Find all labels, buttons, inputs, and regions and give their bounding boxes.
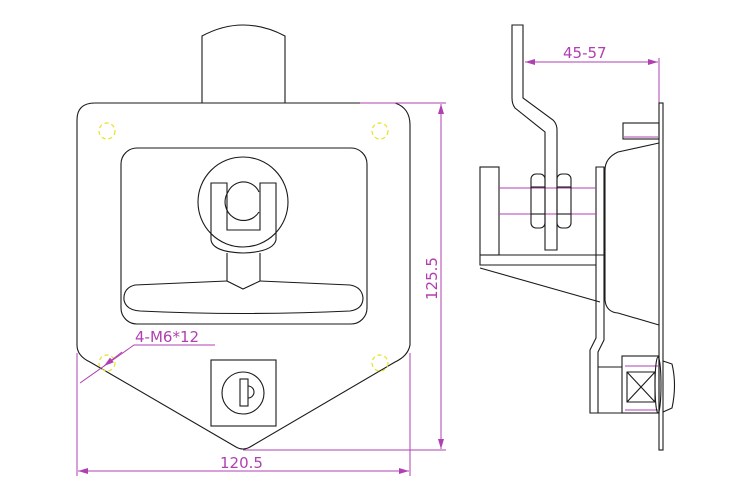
hex-nut	[530, 173, 546, 229]
handle-profile	[511, 24, 558, 251]
depth-dimension-label: 45-57	[563, 44, 607, 62]
t-handle-bar	[123, 280, 364, 315]
mounting-note-leader	[79, 344, 215, 384]
bracket-gusset	[479, 267, 601, 303]
side-view: 45-57	[479, 24, 676, 451]
lock-cam-cross	[626, 371, 656, 403]
mount-hole	[98, 122, 116, 140]
width-dimension-label: 120.5	[220, 454, 263, 472]
bracket-base	[479, 254, 604, 266]
keyhole-notch	[247, 385, 255, 399]
handle-stem	[226, 253, 261, 290]
mounting-note: 4-M6*12	[135, 328, 199, 346]
lock-cylinder	[221, 371, 265, 415]
latch-boss	[201, 24, 286, 103]
housing-profile	[604, 142, 660, 326]
height-dimension-label: 125.5	[423, 257, 441, 300]
handle-clevis	[210, 182, 277, 254]
bracket-left	[479, 166, 500, 256]
handle-pin	[224, 181, 260, 221]
hex-nut	[556, 173, 572, 229]
lock-face-profile	[662, 360, 676, 413]
mount-hole	[371, 354, 389, 372]
mounting-plate-edge	[658, 102, 664, 451]
leader-arrow	[103, 351, 123, 367]
bracket-right	[589, 166, 605, 414]
boss-profile	[622, 122, 660, 140]
cam-bracket	[598, 366, 622, 414]
mount-hole	[371, 122, 389, 140]
keyhole-icon	[239, 378, 249, 407]
handle-recess	[120, 147, 368, 325]
lock-housing	[210, 359, 277, 427]
mount-hole	[98, 354, 116, 372]
front-view: 4-M6*12 125.5 120.5	[76, 24, 446, 476]
mounting-plate	[76, 102, 411, 450]
handle-hub	[197, 156, 289, 248]
lock-body-profile	[621, 355, 660, 414]
lock-washer	[654, 356, 662, 414]
